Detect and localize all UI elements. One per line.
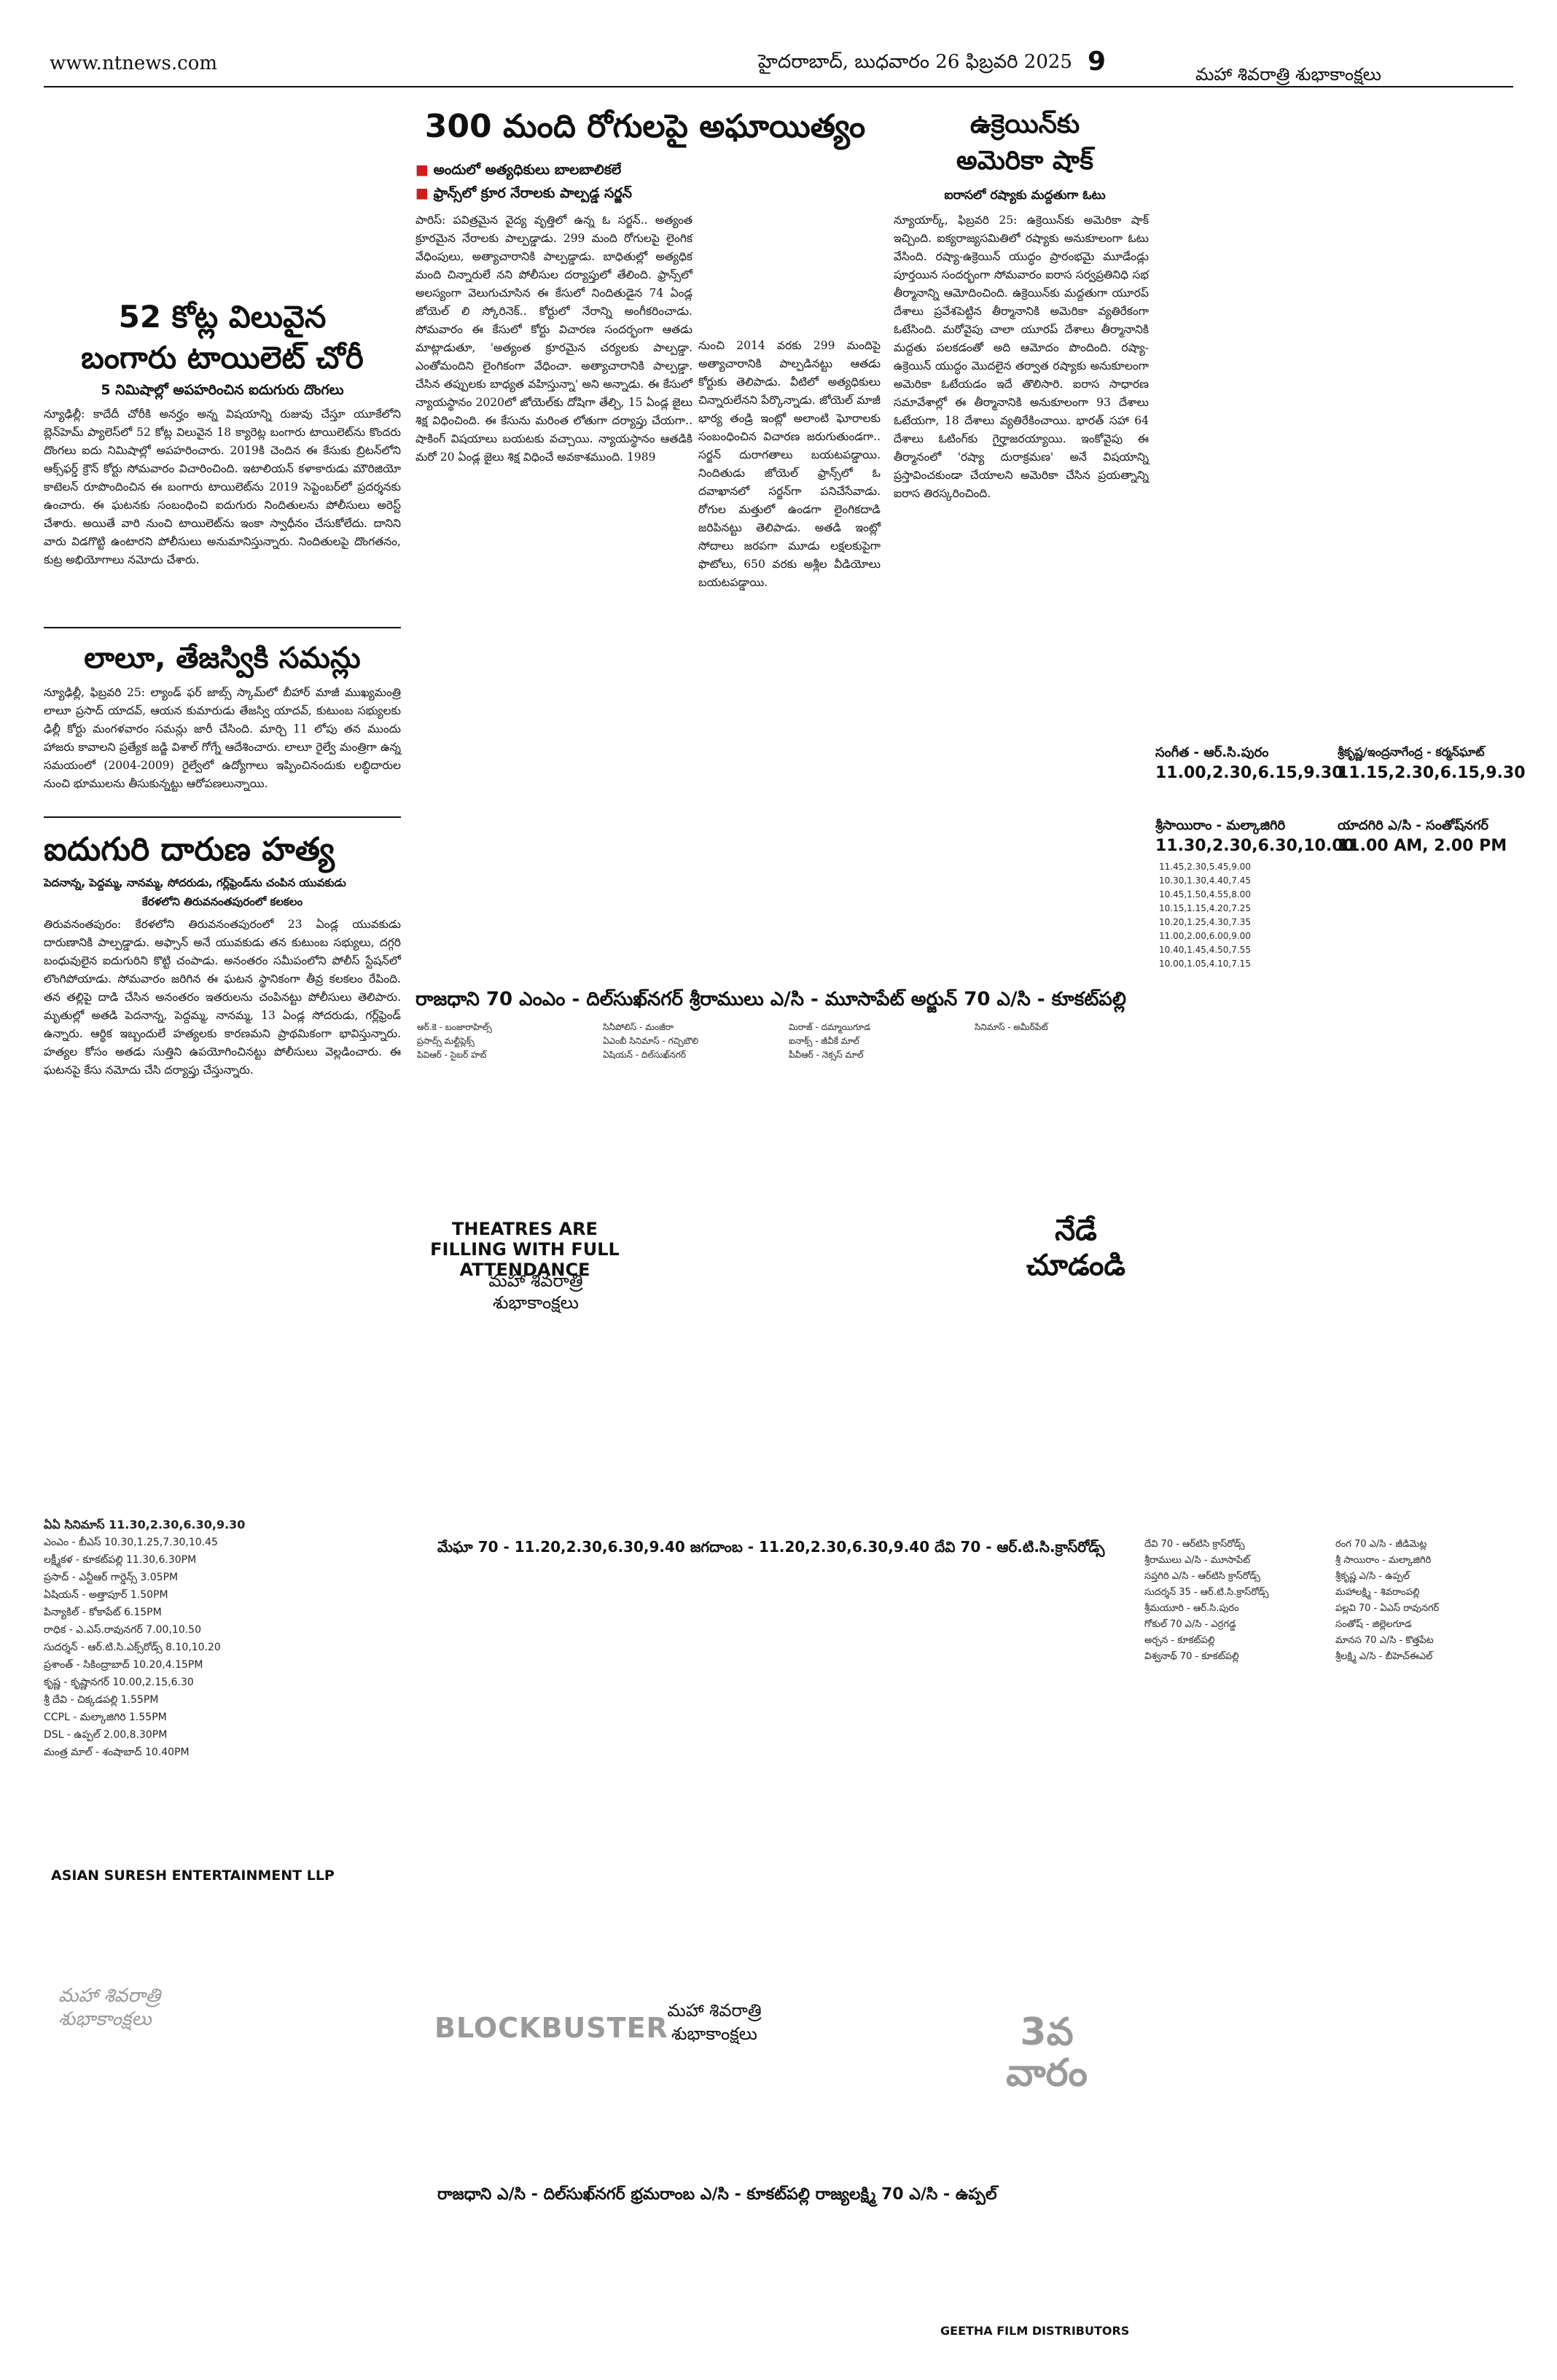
listing-row: పిన్యాకిల్ - కోకాపేట్ 6.15PM: [44, 1607, 162, 1618]
showtime-row: 10.45,1.50,4.55,8.00: [1159, 889, 1251, 900]
listing-row: మానస 70 ఎ/సి - కొత్తపేట: [1335, 1635, 1434, 1646]
toilet-subhead: 5 నిమిషాల్లో అపహరించిన ఐదుగురు దొంగలు: [101, 382, 344, 398]
left-lower-listings: ఏఏ సినిమాస్ 11.30,2.30,6.30,9.30 ఎంఎం - …: [44, 1516, 408, 1761]
listing-row: ఏఏ సినిమాస్ 11.30,2.30,6.30,9.30: [44, 1518, 246, 1532]
murder-body: తిరువనంతపురం: కేరళలోని తిరువనంతపురంలో 23…: [44, 918, 401, 1077]
showtime-row: 11.00,2.00,6.00,9.00: [1159, 931, 1251, 941]
central-listings: ఆర్.కె - బంజారాహిల్స్ ప్రసాద్స్ మల్టీప్ల…: [417, 1021, 1146, 1062]
central-ad-main-line: రాజధాని 70 ఎంఎం - దిల్‌సుఖ్‌నగర్ శ్రీరామ…: [415, 988, 1126, 1010]
showtime-row: 10.00,1.05,4.10,7.15: [1159, 959, 1251, 969]
divider-1: [44, 627, 401, 628]
ukraine-headline-2: అమెరికా షాక్: [956, 146, 1094, 176]
theatre-item: మిరాజ్ - దమ్మాయిగూడ: [789, 1022, 871, 1032]
listing-row: రంగ 70 ఎ/సి - జీడిమెట్ల: [1335, 1539, 1427, 1550]
showtime-row: 10.20,1.25,4.30,7.35: [1159, 917, 1251, 927]
theatre-item: పివిఆర్ - సైబర్ హబ్: [417, 1050, 487, 1060]
showtime-row: 10.15,1.15,4.20,7.25: [1159, 903, 1251, 913]
watermark-wishes: మహా శివరాత్రి శుభాకాంక్షలు: [58, 1985, 161, 2030]
right-line-5: శ్రీసాయిరాం - మల్కాజిగిరి: [1155, 818, 1286, 833]
listing-row: శ్రీమయూరి - ఆర్‌.సి.పురం: [1144, 1603, 1239, 1614]
right-showtimes: 11.45,2.30,5.45,9.00 10.30,1.30,4.40,7.4…: [1159, 860, 1516, 971]
mid-ad-main-line: మేఘా 70 - 11.20,2.30,6.30,9.40 జగదాంబ - …: [437, 1538, 1105, 1556]
lower-right-listings: దేవి 70 - ఆర్‌టిసి క్రాస్‌రోడ్స్ శ్రీరామ…: [1144, 1537, 1516, 1665]
listing-row: సప్తగిరి ఎ/సి - ఆర్‌టిసి క్రాస్‌రోడ్స్: [1144, 1571, 1260, 1582]
right-line-4: 11.15,2.30,6.15,9.30: [1338, 764, 1526, 782]
abuse-body-right: నుంచి 2014 వరకు 299 మందిపై అత్యాచారానికి…: [698, 339, 881, 589]
right-line-2: శ్రీకృష్ణ/ఇంద్రనాగేంద్ర - కర్మన్‌ఘాట్: [1338, 745, 1485, 759]
right-line-8: 11.00 AM, 2.00 PM: [1338, 837, 1507, 855]
showtime-row: 10.30,1.30,4.40,7.45: [1159, 875, 1251, 886]
listing-row: మహాలక్ష్మి - శివరాంపల్లి: [1335, 1587, 1420, 1598]
site-url[interactable]: www.ntnews.com: [50, 52, 218, 74]
abuse-bullet-1: అందులో అత్యధికులు బాలబాలికలే: [415, 162, 622, 182]
listing-row: మంత్ర మాల్ - శంషాబాద్ 10.40PM: [44, 1747, 190, 1758]
ukraine-headline-1: ఉక్రెయిన్‌కు: [969, 109, 1080, 139]
page-number: 9: [1088, 47, 1107, 77]
listing-row: CCPL - మల్కాజిగిరి 1.55PM: [44, 1712, 167, 1723]
wishes-text: మహా శివరాత్రి శుభాకాంక్షలు: [488, 1271, 583, 1313]
abuse-bullet-2: ఫ్రాన్స్‌లో క్రూర నేరాలకు పాల్పడ్డ సర్జన…: [415, 185, 632, 205]
theatre-item: సినిమాస్ - అమీర్‌పేట్: [975, 1022, 1048, 1032]
theatre-item: ఏఎంబీ సినిమాస్ - గచ్చిబౌలి: [603, 1036, 699, 1046]
toilet-headline-2: బంగారు టాయిలెట్ చోరీ: [81, 340, 364, 375]
ukraine-body: న్యూయార్క్, ఫిబ్రవరి 25: ఉక్రెయిన్‌కు అమ…: [894, 214, 1149, 500]
mid-wishes: మహా శివరాత్రి శుభాకాంక్షలు: [667, 2000, 762, 2044]
showtime-row: 10.40,1.45,4.50,7.55: [1159, 945, 1251, 955]
listing-row: ప్రశాంత్ - సికింద్రాబాద్ 10.20,4.15PM: [44, 1659, 203, 1671]
right-line-3: 11.00,2.30,6.15,9.30: [1155, 764, 1343, 782]
theatre-item: ఐనాక్స్ - జీవీకే మాల్: [789, 1036, 859, 1046]
listing-row: అర్చన - కూకట్‌పల్లి: [1144, 1635, 1215, 1646]
abuse-headline: 300 మంది రోగులపై అఘాయిత్యం: [424, 108, 866, 145]
theatre-item: ప్రసాద్స్ మల్టీప్లెక్స్: [417, 1036, 475, 1046]
listing-row: ప్రసాద్ - ఎన్టీఆర్ గార్డెన్స్ 3.05PM: [44, 1572, 179, 1583]
header-rule: [44, 86, 1513, 87]
theatre-item: పీవీఆర్ - నెక్సస్ మాల్: [789, 1050, 864, 1060]
divider-2: [44, 816, 401, 818]
lalu-headline: లాలూ, తేజస్వికి సమన్లు: [84, 641, 361, 675]
theatre-item: సినీపోలిస్ - మంజీరా: [603, 1022, 674, 1032]
listing-row: గోకుల్ 70 ఎ/సి - ఎర్రగడ్డ: [1144, 1619, 1236, 1630]
listing-row: దేవి 70 - ఆర్‌టిసి క్రాస్‌రోడ్స్: [1144, 1539, 1245, 1550]
bottom-ad-main-line: రాజధాని ఎ/సి - దిల్‌సుఖ్‌నగర్ భ్రమరాంబ ఎ…: [437, 2185, 997, 2204]
listing-row: DSL - ఉప్పల్ 2.00,8.30PM: [44, 1729, 168, 1741]
abuse-body-left: పారిస్: పవిత్రమైన వైద్య వృత్తిలో ఉన్న ఓ …: [415, 214, 692, 464]
lalu-body: న్యూఢిల్లీ, ఫిబ్రవరి 25: ల్యాండ్ ఫర్ జాబ…: [44, 686, 401, 790]
listing-row: సంతోష్ - జిల్లెలగూడ: [1335, 1619, 1412, 1630]
blockbuster-label: BLOCKBUSTER: [434, 2012, 668, 2044]
listing-row: సుదర్శన్ - ఆర్.టి.సి.ఎక్స్‌రోడ్స్ 8.10,1…: [44, 1642, 221, 1653]
listing-row: శ్రీ సాయిరాం - మల్కాజిగిరి: [1335, 1555, 1432, 1566]
asian-suresh-label: ASIAN SURESH ENTERTAINMENT LLP: [51, 1868, 335, 1884]
listing-row: లక్ష్మీకళ - కూకట్‌పల్లి 11.30,6.30PM: [44, 1554, 197, 1566]
banner-text: మహా శివరాత్రి శుభాకాంక్షలు: [1195, 64, 1381, 85]
listing-row: శ్రీకృష్ణ ఎ/సి - ఉప్పల్: [1335, 1571, 1410, 1582]
listing-row: శ్రీలక్ష్మి ఎ/సి - బీహెచ్ఈఎల్: [1335, 1651, 1433, 1662]
listing-row: విశ్వనాథ్ 70 - కూకట్‌పల్లి: [1144, 1651, 1239, 1662]
listing-row: శ్రీ దేవి - చిక్కడపల్లి 1.55PM: [44, 1694, 159, 1706]
showtime-row: 11.45,2.30,5.45,9.00: [1159, 862, 1251, 872]
listing-row: శ్రీరాములు ఎ/సి - మూసాపేట్: [1144, 1555, 1251, 1566]
listing-row: ఎంఎం - బీఎస్‌ 10.30,1.25,7.30,10.45: [44, 1537, 218, 1548]
right-line-7: 11.30,2.30,6.30,10.00: [1155, 837, 1354, 855]
listing-row: కృష్ణ - కృష్ణానగర్ 10.00,2.15,6.30: [44, 1677, 194, 1688]
third-week: 3వ వారం: [1006, 2010, 1088, 2095]
geetha-label: GEETHA FILM DISTRIBUTORS: [940, 2324, 1130, 2338]
theatre-item: ఏషియన్ - దిల్‌సుఖ్‌నగర్: [603, 1050, 687, 1060]
theatres-filling-text: THEATRES ARE FILLING WITH FULL ATTENDANC…: [430, 1219, 620, 1280]
listing-row: ఏషియన్ - అత్తాపూర్ 1.50PM: [44, 1589, 168, 1601]
toilet-headline-1: 52 కోట్ల విలువైన: [118, 299, 327, 335]
murder-subhead-2: కేరళలోని తిరువనంతపురంలో కలకలం: [141, 895, 303, 908]
dateline: హైదరాబాద్, బుధవారం 26 ఫిబ్రవరి 2025: [758, 51, 1072, 73]
listing-row: పల్లవి 70 - ఏఎస్ రావునగర్: [1335, 1603, 1440, 1614]
right-line-1: సంగీత - ఆర్.సి.పురం: [1155, 745, 1269, 760]
murder-headline: ఐదుగురి దారుణ హత్య: [44, 831, 335, 868]
right-line-6: యాదగిరి ఎ/సి - సంతోష్‌నగర్: [1338, 818, 1489, 833]
murder-subhead-1: పెదనాన్న, పెద్దమ్మ, నానమ్మ, సోదరుడు, గర్…: [44, 876, 346, 889]
theatre-item: ఆర్.కె - బంజారాహిల్స్: [417, 1022, 492, 1032]
ukraine-subhead: ఐరాసలో రష్యాకు మద్దతుగా ఓటు: [944, 188, 1106, 203]
listing-row: సుదర్శన్ 35 - ఆర్‌.టి.సి.క్రాస్‌రోడ్స్: [1144, 1587, 1269, 1598]
listing-row: రాధిక - ఎ.ఎస్.రావునగర్ 7.00,10.50: [44, 1624, 201, 1636]
nede-chudandi: నేడే చూడండి: [1026, 1214, 1125, 1282]
toilet-body: న్యూఢిల్లీ: కాదేదీ చోరీకి అనర్హం అన్న వి…: [44, 407, 401, 566]
